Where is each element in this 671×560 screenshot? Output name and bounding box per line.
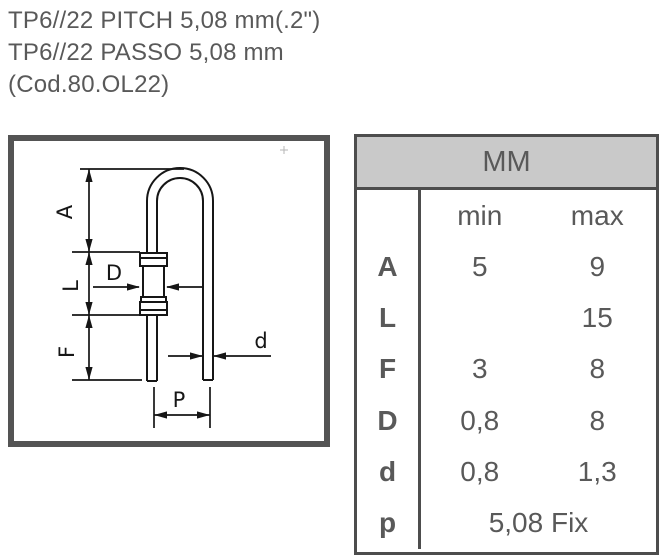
page-title: TP6//22 PITCH 5,08 mm(.2") TP6//22 PASSO… [8,5,320,101]
dimension-label-a: A [53,204,77,219]
cell-f-max: 8 [589,353,606,385]
cell-l-max: 15 [581,302,613,334]
table-body: A L F D d p min max 5 9 15 [357,190,656,549]
component-outline [146,167,214,382]
resistor-body [139,252,168,316]
label-cell-f: F [378,353,397,385]
table-row-a: 5 9 [421,241,656,292]
label-cell-p: p [378,507,397,539]
registration-cross-mark [280,146,288,154]
cell-d-body-min: 0,8 [460,404,500,436]
page-title-line-1: TP6//22 PITCH 5,08 mm(.2") [8,7,321,34]
table-label-column: A L F D d p [357,190,421,549]
table-header-mm: MM [357,137,656,190]
cell-d-lead-min: 0,8 [460,456,500,488]
table-row-d-body: 0,8 8 [421,395,656,446]
cell-l-min [421,293,539,344]
column-header-min: min [457,199,503,231]
label-cell-d-lead: d [378,456,397,488]
technical-drawing: A L F D d P [53,146,288,428]
label-cell-a: A [377,250,398,282]
dimension-label-f: F [55,346,79,358]
table-row-l: 15 [421,293,656,344]
dimension-label-p-pitch: P [173,388,186,412]
cell-a-min: 5 [471,250,488,282]
cell-d-body-max: 8 [589,404,606,436]
dimension-label-l: L [59,280,83,292]
dimension-label-d-lead: d [254,329,267,353]
table-column-headers: min max [421,190,656,241]
page-title-line-2: TP6//22 PASSO 5,08 mm [8,39,284,66]
table-values-column: min max 5 9 15 3 8 0,8 8 [421,190,656,549]
column-header-max: max [570,199,624,231]
cell-p-fix: 5,08 Fix [488,507,589,539]
label-cell-l: L [378,302,397,334]
table-row-d-lead: 0,8 1,3 [421,446,656,497]
dimension-label-d-body: D [106,261,122,285]
page-title-line-3: (Cod.80.OL22) [8,71,170,98]
table-row-f: 3 8 [421,344,656,395]
table-row-p: 5,08 Fix [421,498,656,549]
dimension-lines [72,168,271,428]
diagram-panel: A L F D d P [8,135,330,447]
label-cell-empty [357,190,418,241]
cell-f-min: 3 [471,353,488,385]
dimension-arrowheads [85,169,226,419]
cell-a-max: 9 [589,250,606,282]
cell-d-lead-max: 1,3 [577,456,617,488]
dimension-table: MM A L F D d p min max 5 9 [354,134,659,555]
label-cell-d-body: D [377,404,398,436]
